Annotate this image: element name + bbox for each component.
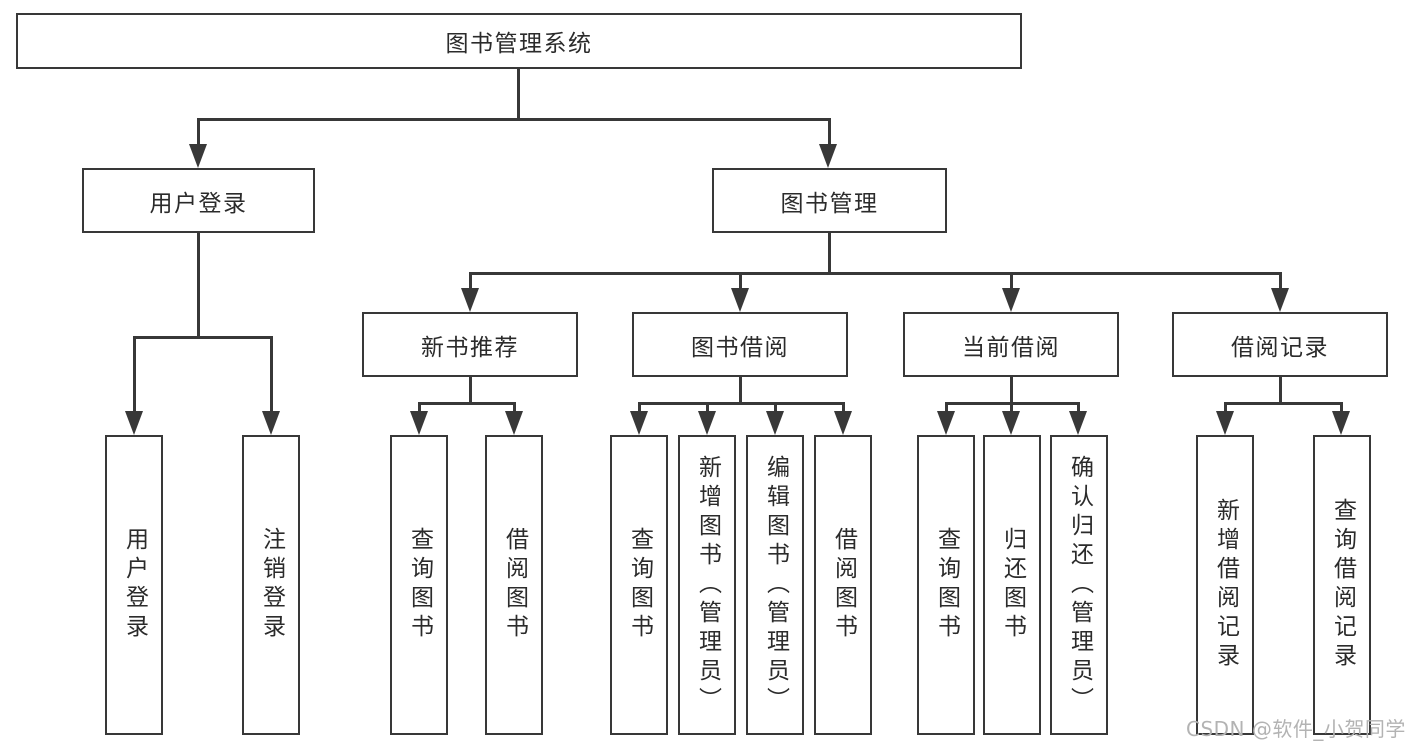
leaf-br-query-record: 查询借阅记录 <box>1313 435 1371 735</box>
connector-stem <box>739 272 742 290</box>
node-label: 新书推荐 <box>421 334 519 361</box>
connector-stem <box>197 231 200 338</box>
leaf-label: 查询图书 <box>626 527 653 643</box>
leaf-label: 新增借阅记录 <box>1212 498 1239 672</box>
down-arrow-icon <box>630 411 648 435</box>
connector-group-rail <box>638 402 844 405</box>
connector-stem <box>945 402 948 414</box>
down-arrow-icon <box>125 411 143 435</box>
leaf-user-login: 用户登录 <box>105 435 163 735</box>
connector-root-stem <box>517 68 520 119</box>
down-arrow-icon <box>1216 411 1234 435</box>
node-book-borrowing: 图书借阅 <box>632 312 848 377</box>
connector-group-rail <box>133 336 273 339</box>
connector-stem <box>1077 402 1080 414</box>
node-label: 借阅记录 <box>1231 334 1329 361</box>
leaf-br-add-record: 新增借阅记录 <box>1196 435 1254 735</box>
down-arrow-icon <box>410 411 428 435</box>
connector-stem <box>1010 402 1013 414</box>
leaf-label: 查询借阅记录 <box>1329 498 1356 672</box>
connector-stem <box>638 402 641 414</box>
node-label: 图书管理系统 <box>445 31 593 57</box>
leaf-label: 归还图书 <box>999 527 1026 643</box>
down-arrow-icon <box>189 144 207 168</box>
csdn-watermark: CSDN @软件_小贺同学 <box>1186 717 1405 741</box>
node-current-borrowing: 当前借阅 <box>903 312 1119 377</box>
node-book-management: 图书管理 <box>712 168 947 233</box>
connector-stem <box>270 336 273 415</box>
leaf-label: 用户登录 <box>121 527 148 643</box>
node-new-book-recommend: 新书推荐 <box>362 312 578 377</box>
down-arrow-icon <box>1002 411 1020 435</box>
connector-stem <box>469 272 472 290</box>
leaf-label: 借阅图书 <box>501 527 528 643</box>
connector-stem <box>706 402 709 414</box>
down-arrow-icon <box>1002 288 1020 312</box>
connector-stem <box>828 118 831 146</box>
connector-stem <box>469 375 472 404</box>
connector-stem <box>513 402 516 414</box>
down-arrow-icon <box>766 411 784 435</box>
connector-group-rail <box>945 402 1080 405</box>
down-arrow-icon <box>698 411 716 435</box>
connector-stem <box>1340 402 1343 414</box>
leaf-label: 查询图书 <box>933 527 960 643</box>
connector-stem <box>1279 375 1282 404</box>
leaf-nbr-borrow-book: 借阅图书 <box>485 435 543 735</box>
connector-group-rail <box>1224 402 1343 405</box>
leaf-bb-borrow-book: 借阅图书 <box>814 435 872 735</box>
node-user-login: 用户登录 <box>82 168 315 233</box>
down-arrow-icon <box>834 411 852 435</box>
leaf-label: 新增图书（管理员） <box>694 454 721 716</box>
node-borrow-records: 借阅记录 <box>1172 312 1388 377</box>
leaf-bb-add-book-admin: 新增图书（管理员） <box>678 435 736 735</box>
connector-stem <box>1010 375 1013 404</box>
leaf-cb-query-book: 查询图书 <box>917 435 975 735</box>
leaf-label: 编辑图书（管理员） <box>762 454 789 716</box>
leaf-label: 查询图书 <box>406 527 433 643</box>
connector-level2-rail <box>197 118 830 121</box>
connector-stem <box>774 402 777 414</box>
node-label: 图书借阅 <box>691 334 789 361</box>
down-arrow-icon <box>731 288 749 312</box>
down-arrow-icon <box>819 144 837 168</box>
down-arrow-icon <box>937 411 955 435</box>
connector-group-rail <box>418 402 515 405</box>
leaf-label: 注销登录 <box>258 527 285 643</box>
connector-stem <box>418 402 421 414</box>
connector-stem <box>828 231 831 274</box>
leaf-bb-edit-book-admin: 编辑图书（管理员） <box>746 435 804 735</box>
down-arrow-icon <box>461 288 479 312</box>
connector-stem <box>1279 272 1282 290</box>
connector-stem <box>842 402 845 414</box>
down-arrow-icon <box>1332 411 1350 435</box>
connector-stem <box>1224 402 1227 414</box>
connector-stem <box>133 336 136 415</box>
down-arrow-icon <box>1069 411 1087 435</box>
leaf-bb-query-book: 查询图书 <box>610 435 668 735</box>
leaf-label: 借阅图书 <box>830 527 857 643</box>
down-arrow-icon <box>1271 288 1289 312</box>
down-arrow-icon <box>262 411 280 435</box>
leaf-nbr-query-book: 查询图书 <box>390 435 448 735</box>
leaf-cb-return-book: 归还图书 <box>983 435 1041 735</box>
node-label: 当前借阅 <box>962 334 1060 361</box>
down-arrow-icon <box>505 411 523 435</box>
connector-level3-rail <box>469 272 1281 275</box>
leaf-logout: 注销登录 <box>242 435 300 735</box>
connector-stem <box>739 375 742 404</box>
connector-stem <box>1010 272 1013 290</box>
node-label: 用户登录 <box>149 190 248 217</box>
leaf-cb-confirm-return-admin: 确认归还（管理员） <box>1050 435 1108 735</box>
node-root-system: 图书管理系统 <box>16 13 1022 69</box>
connector-stem <box>197 118 200 146</box>
leaf-label: 确认归还（管理员） <box>1066 454 1093 716</box>
node-label: 图书管理 <box>780 190 879 217</box>
